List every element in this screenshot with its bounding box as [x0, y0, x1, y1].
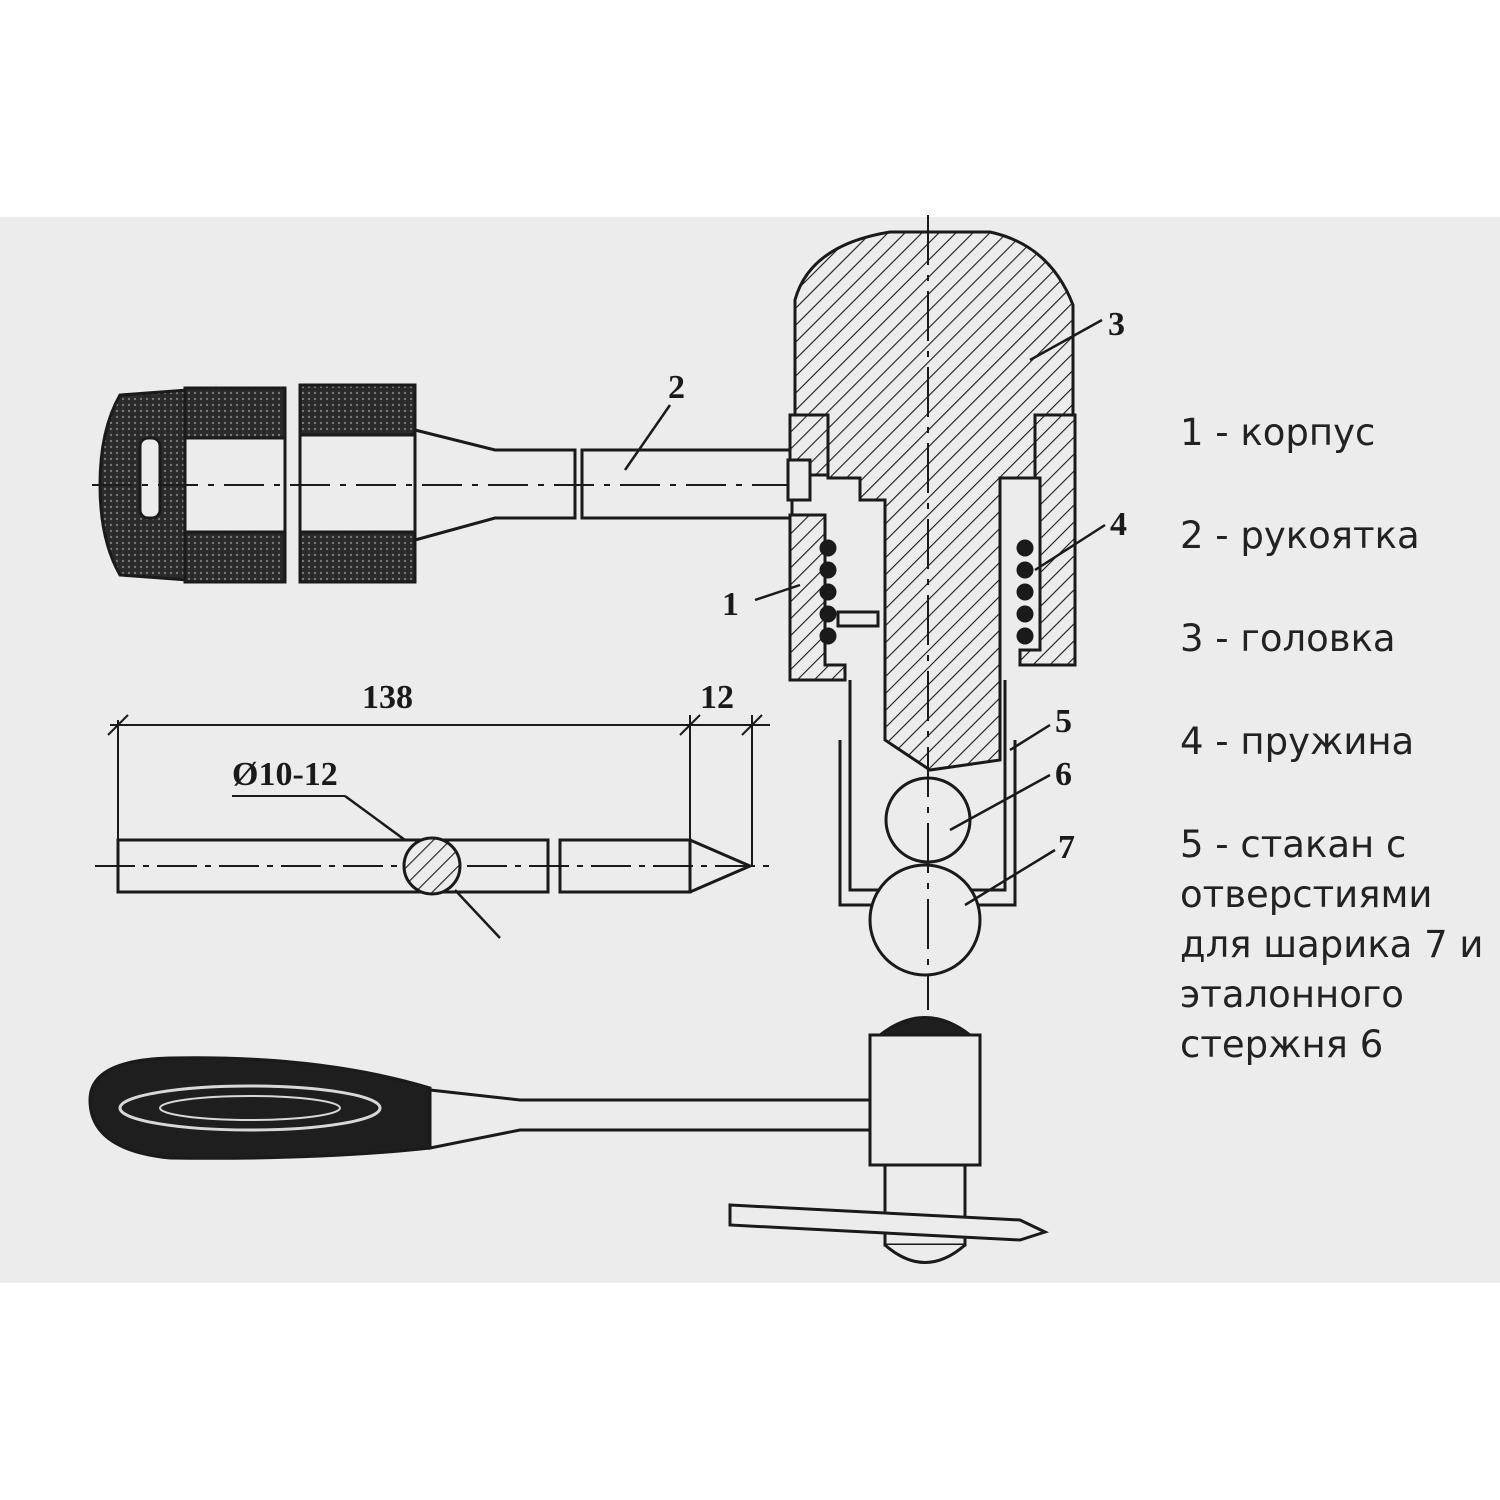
dimension-tip: 12	[700, 679, 734, 716]
callout-5: 5	[1055, 703, 1072, 740]
legend-item-3: 3 - головка	[1180, 617, 1396, 660]
reference-rod	[95, 714, 775, 939]
assembled-tool	[88, 1016, 1050, 1264]
callout-2: 2	[668, 369, 685, 406]
legend-item-5: 5 - стакан с отверстиями для шарика 7 и …	[1180, 823, 1484, 1066]
handle-section	[92, 383, 800, 584]
callout-4: 4	[1110, 506, 1127, 543]
callout-3: 3	[1108, 306, 1125, 343]
head-section	[786, 215, 1077, 1010]
legend-item-1: 1 - корпус	[1180, 411, 1376, 454]
legend-item-4: 4 - пружина	[1180, 720, 1415, 763]
dimension-diameter: Ø10-12	[232, 756, 338, 793]
callout-7: 7	[1058, 829, 1075, 866]
legend-item-2: 2 - рукоятка	[1180, 514, 1420, 557]
callout-leaders	[623, 318, 1106, 907]
callout-6: 6	[1055, 756, 1072, 793]
dimension-length: 138	[362, 679, 413, 716]
callout-1: 1	[722, 586, 739, 623]
parts-legend: 1 - корпус 2 - рукоятка 3 - головка 4 - …	[1180, 408, 1490, 1123]
